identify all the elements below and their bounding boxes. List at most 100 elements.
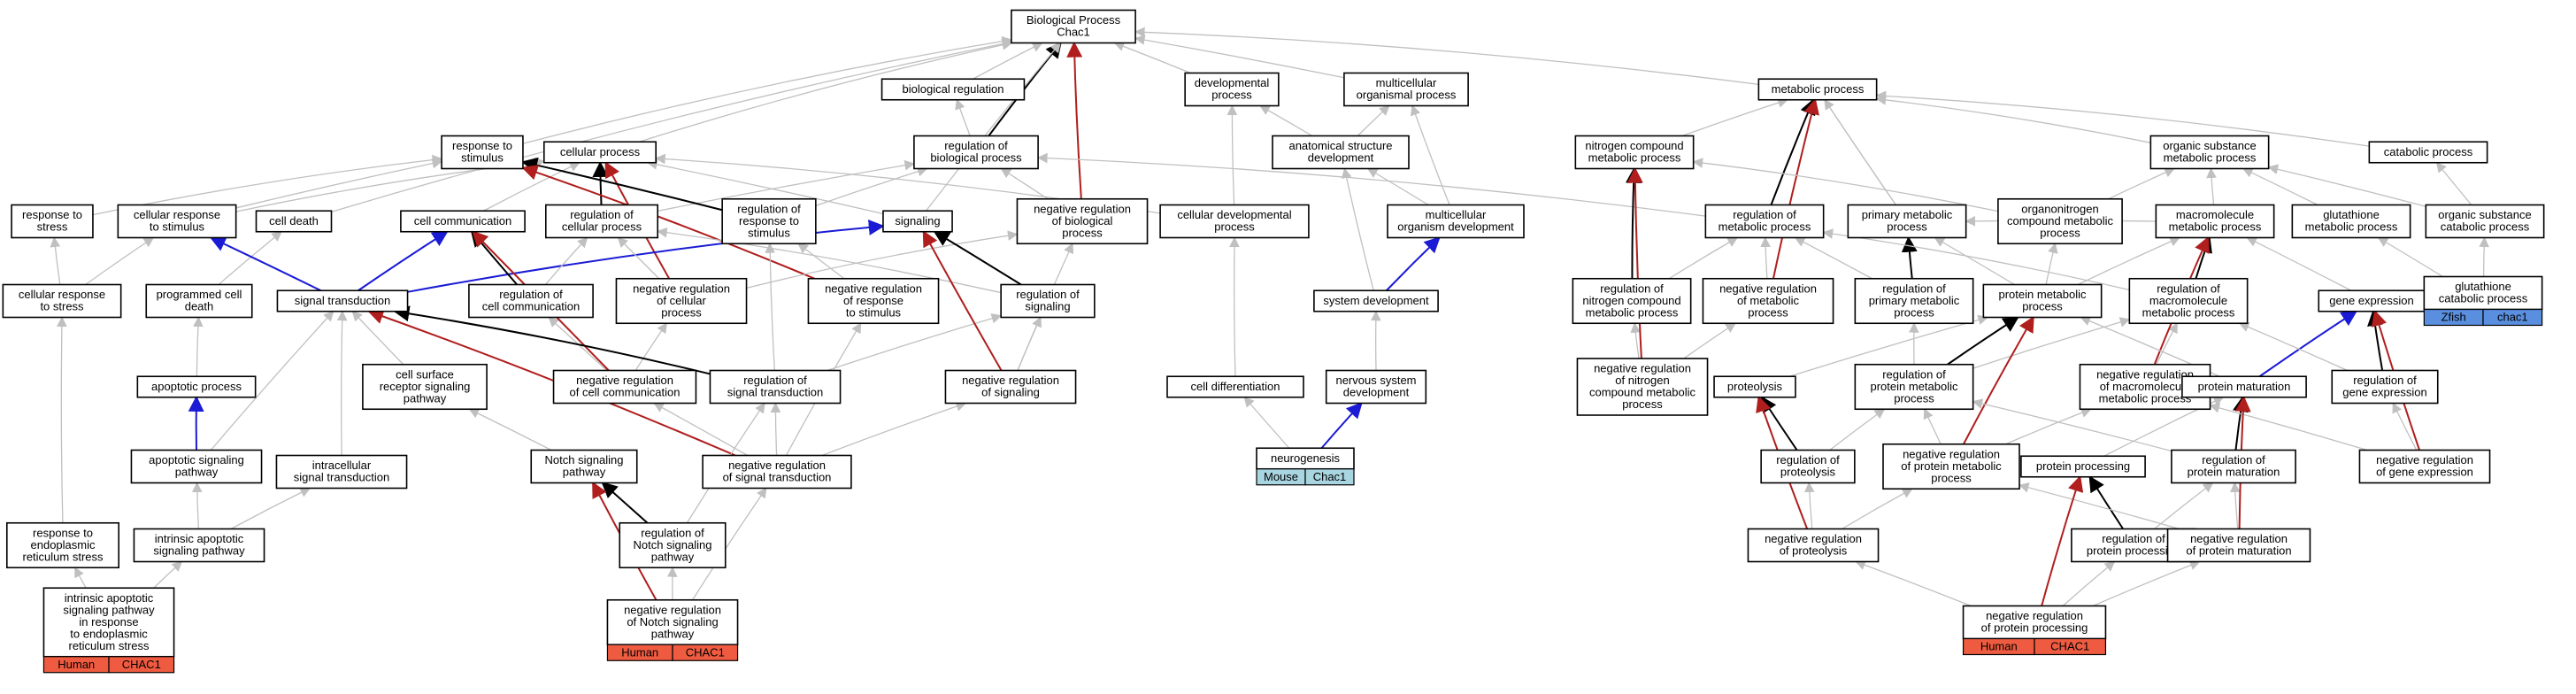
term-label-line: regulation of [1016,288,1080,301]
go-term-node-sigtrans[interactable]: signal transduction [276,289,409,312]
term-label-line: signaling [1025,300,1070,313]
go-term-node-cellproc[interactable]: cellular process [542,141,657,164]
edge-gray [1229,236,1240,377]
term-label-line: to stress [40,300,84,313]
edge-layer [50,27,2489,607]
term-label-line: metabolic process [2164,151,2257,165]
term-box [130,449,263,484]
annotation-tag-label: chac1 [2497,311,2528,324]
go-term-node-metproc[interactable]: metabolic process [1757,78,1878,101]
go-term-node-geneexp[interactable]: gene expression [2318,289,2426,312]
term-label-line: negative regulation [1594,362,1691,375]
go-term-node-bioreg[interactable]: biological regulation [880,78,1026,101]
go-term-node-catab[interactable]: catabolic process [2368,141,2488,164]
term-box [1576,358,1709,416]
term-box [1572,277,1692,325]
go-term-node-protmat[interactable]: protein maturation [2181,375,2307,398]
go-term-node-protproc[interactable]: protein processing [2020,455,2146,478]
go-term-node-proteolysis[interactable]: proteolysis [1713,375,1796,398]
term-label-line: signal transduction [295,294,390,307]
go-term-node-cellcomm[interactable]: cell communication [400,210,526,233]
go-term-node-celldiff[interactable]: cell differentiation [1166,375,1304,398]
term-label-line: of macromolecule [2100,380,2191,393]
go-term-node-signaling[interactable]: signaling [882,210,953,233]
edge-gray [1259,104,1313,137]
edge-gray [193,316,204,377]
term-label-line: organonitrogen [2021,202,2098,215]
edge-gray [1822,228,2130,291]
edge-gray [1357,104,1390,136]
annotation-tag-bg [2482,308,2543,327]
go-term-node-celldeath[interactable]: cell death [255,210,333,233]
go-term-node-sysdev[interactable]: system development [1313,289,1439,312]
term-label-line: anatomical structure [1288,139,1392,152]
term-box [2331,369,2439,405]
term-box [2,283,122,319]
term-label-line: development [1343,386,1410,399]
term-label-line: macromolecule [2149,294,2227,307]
term-label-line: regulation of [1733,208,1796,221]
go-term-node-apoptotic[interactable]: apoptotic process [136,375,257,398]
edge-black [393,305,711,375]
term-box [468,283,594,319]
